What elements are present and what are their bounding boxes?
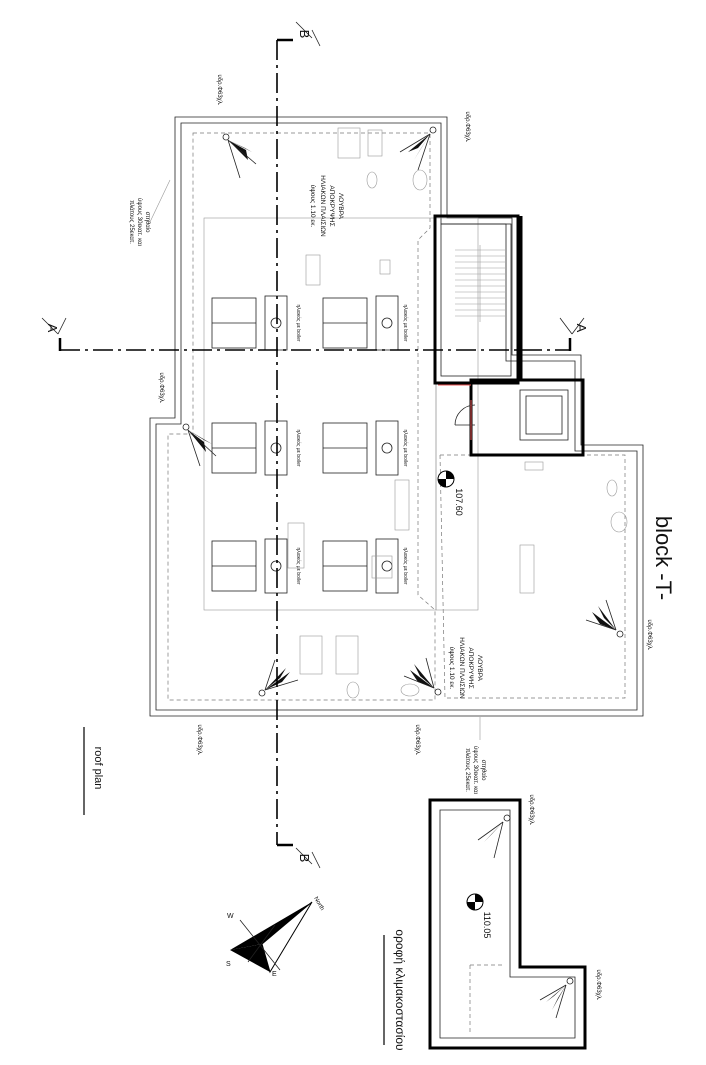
roof-drain (539, 977, 574, 1019)
section-line-a (41, 317, 585, 351)
block-title: block -T- (651, 516, 676, 600)
drain-labels: υδρ.Φ63χλ. υδρ.Φ63χλ. υδρ.Φ63χλ. υδρ.Φ63… (158, 75, 652, 1001)
louvre-note-line: ΛΟΥΒΡΑ (476, 655, 483, 682)
compass-west: W (227, 913, 234, 920)
louvre-note-line: ΗΛΙΑΚΩΝ ΠΛΑΙΣΙΩΝ (458, 637, 465, 699)
section-line-b (276, 21, 321, 869)
collector-label: ηλιακός με boiler (402, 547, 409, 584)
louvre-note-line: ύψους 1.10 εκ. (309, 185, 317, 228)
louvre-note-top: ΛΟΥΒΡΑ ΑΠΟΚΡΥΨΗΣ ΗΛΙΑΚΩΝ ΠΛΑΙΣΙΩΝ ύψους … (309, 175, 344, 237)
solar-collectors (211, 295, 399, 594)
roof-drains (182, 126, 624, 697)
collector-label: ηλιακός με boiler (402, 429, 409, 466)
drain-label: υδρ.Φ63χλ. (216, 75, 222, 106)
solar-collector-2 (322, 295, 399, 351)
drain-label: υδρ.Φ63χλ. (646, 620, 652, 651)
louvre-note-line: ΑΠΟΚΡΥΨΗΣ (328, 185, 335, 226)
roof-drain (182, 423, 217, 467)
solar-collector-6 (322, 538, 399, 594)
drain-label: υδρ.Φ63χλ. (595, 970, 601, 1001)
stair-treads (455, 245, 505, 322)
stair-core (433, 214, 585, 457)
collector-label: ηλιακός με boiler (295, 304, 302, 341)
solar-collector-3 (211, 420, 288, 476)
solar-collector-5 (211, 538, 288, 594)
section-a-right-label: A (574, 324, 589, 333)
parapet-note-line: ύψους 30εκατ. και (472, 746, 478, 795)
roof-drain (258, 659, 299, 697)
louvre-note-bottom: ΛΟΥΒΡΑ ΑΠΟΚΡΥΨΗΣ ΗΛΙΑΚΩΝ ΠΛΑΙΣΙΩΝ ύψους … (448, 637, 483, 699)
louvre-note-line: ΛΟΥΒΡΑ (337, 193, 344, 220)
section-b-top-label: B (297, 30, 312, 39)
collector-label: ηλιακός με boiler (295, 547, 302, 584)
drain-label: υδρ.Φ63χλ. (196, 725, 202, 756)
parapet-note-line: πλάτους 25εκατ. (128, 200, 135, 244)
parapet-note-line: στηθαίο (480, 760, 486, 782)
solar-collector-1 (211, 295, 288, 351)
collector-label: ηλιακός με boiler (402, 304, 409, 341)
compass-south: S (226, 961, 231, 968)
parapet-note-line: πλάτους 25εκατ. (464, 748, 471, 792)
parapet-note-line: ύψους 30εκατ. και (136, 198, 142, 247)
roof-plan-label: roof plan (92, 747, 104, 790)
roof-drain (477, 814, 511, 859)
plan-details (287, 127, 628, 699)
louvre-note-line: ΑΠΟΚΡΥΨΗΣ (467, 647, 474, 688)
main-building-outline (149, 116, 644, 717)
compass-north: North (312, 896, 325, 912)
north-compass (230, 901, 313, 974)
elevation-marker-main (437, 470, 455, 488)
compass-east: E (272, 971, 277, 978)
louvre-note-line: ΗΛΙΑΚΩΝ ΠΛΑΙΣΙΩΝ (319, 175, 326, 237)
elevation-stair-value: 110.05 (482, 912, 492, 939)
roof-drain (585, 599, 624, 638)
section-a-left-label: A (45, 324, 60, 333)
roof-drain (222, 133, 257, 179)
drain-label: υδρ.Φ63χλ. (158, 373, 164, 404)
drain-label: υδρ.Φ63χλ. (528, 795, 534, 826)
collector-labels: ηλιακός με boiler ηλιακός με boiler ηλια… (295, 304, 409, 584)
drain-label: υδρ.Φ63χλ. (464, 112, 470, 143)
solar-collector-4 (322, 420, 399, 476)
parapet-note-left: στηθαίο ύψους 30εκατ. και πλάτους 25εκατ… (128, 198, 150, 247)
stair-roof-outline (428, 798, 587, 1050)
elevation-marker-stair (466, 893, 484, 911)
louvre-note-line: ύψους 1.10 εκ. (448, 647, 456, 690)
collector-label: ηλιακός με boiler (295, 429, 302, 466)
section-b-bottom-label: B (297, 854, 312, 863)
parapet-note-line: στηθαίο (144, 212, 150, 234)
parapet-note-bottom: στηθαίο ύψους 30εκατ. και πλάτους 25εκατ… (464, 746, 486, 795)
roof-drain (403, 657, 442, 696)
drain-label: υδρ.Φ63χλ. (414, 725, 420, 756)
roof-drain (399, 126, 437, 171)
elevation-main-value: 107.60 (454, 488, 464, 516)
stair-roof-label: οροφή κλιμακοστασίου (393, 929, 407, 1050)
